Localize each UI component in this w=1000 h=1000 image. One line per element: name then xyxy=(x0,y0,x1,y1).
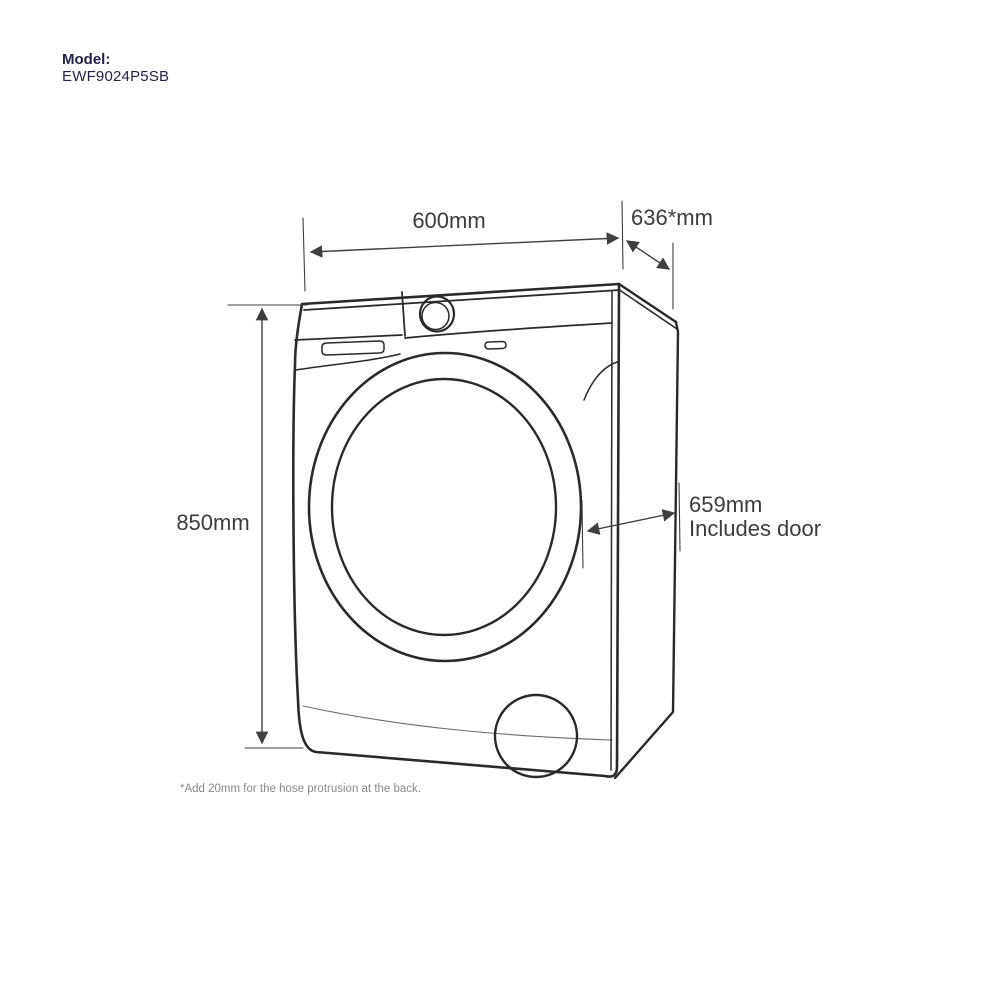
side-back-edge xyxy=(613,320,680,780)
kick-panel-line xyxy=(302,705,613,741)
extension-line-width-left xyxy=(302,217,306,292)
depth-dimension-label: 636*mm xyxy=(631,205,713,230)
detergent-drawer xyxy=(321,340,385,356)
extension-line-width-right xyxy=(621,200,624,270)
program-knob-outer xyxy=(418,295,456,333)
model-number: EWF9024P5SB xyxy=(62,68,170,85)
door-inner-ring xyxy=(330,377,558,637)
filter-access-door xyxy=(493,693,579,779)
machine-front-outline xyxy=(292,282,621,778)
side-top-edge-outer xyxy=(617,282,678,324)
extension-line-door-front xyxy=(581,500,584,569)
machine-drawing xyxy=(292,282,680,780)
extension-line-door-back xyxy=(678,482,681,552)
door-depth-dimension-label: 659mm xyxy=(689,492,762,517)
width-dimension-arrow xyxy=(309,232,620,258)
door-depth-dimension-arrow xyxy=(586,509,676,535)
side-top-edge-inner xyxy=(620,290,678,330)
control-panel-bottom-left xyxy=(294,334,403,341)
depth-dimension-arrow xyxy=(625,240,671,270)
dimension-annotations xyxy=(227,200,681,749)
control-panel-divider xyxy=(401,291,406,337)
program-knob-inner xyxy=(421,301,450,331)
model-label: Model: xyxy=(62,51,111,68)
door-outer-ring xyxy=(307,351,583,663)
handle-pill xyxy=(484,340,507,350)
front-right-inner-edge xyxy=(610,290,613,771)
front-contour-right xyxy=(583,361,618,401)
model-block: Model: EWF9024P5SB xyxy=(62,51,169,85)
top-face-line xyxy=(303,289,621,311)
door-depth-dimension-note: Includes door xyxy=(689,516,821,541)
height-dimension-label: 850mm xyxy=(176,510,249,535)
width-dimension-label: 600mm xyxy=(412,208,485,233)
footnote: *Add 20mm for the hose protrusion at the… xyxy=(180,783,421,795)
control-panel-bottom-right xyxy=(404,322,613,339)
front-contour-left xyxy=(295,353,401,371)
